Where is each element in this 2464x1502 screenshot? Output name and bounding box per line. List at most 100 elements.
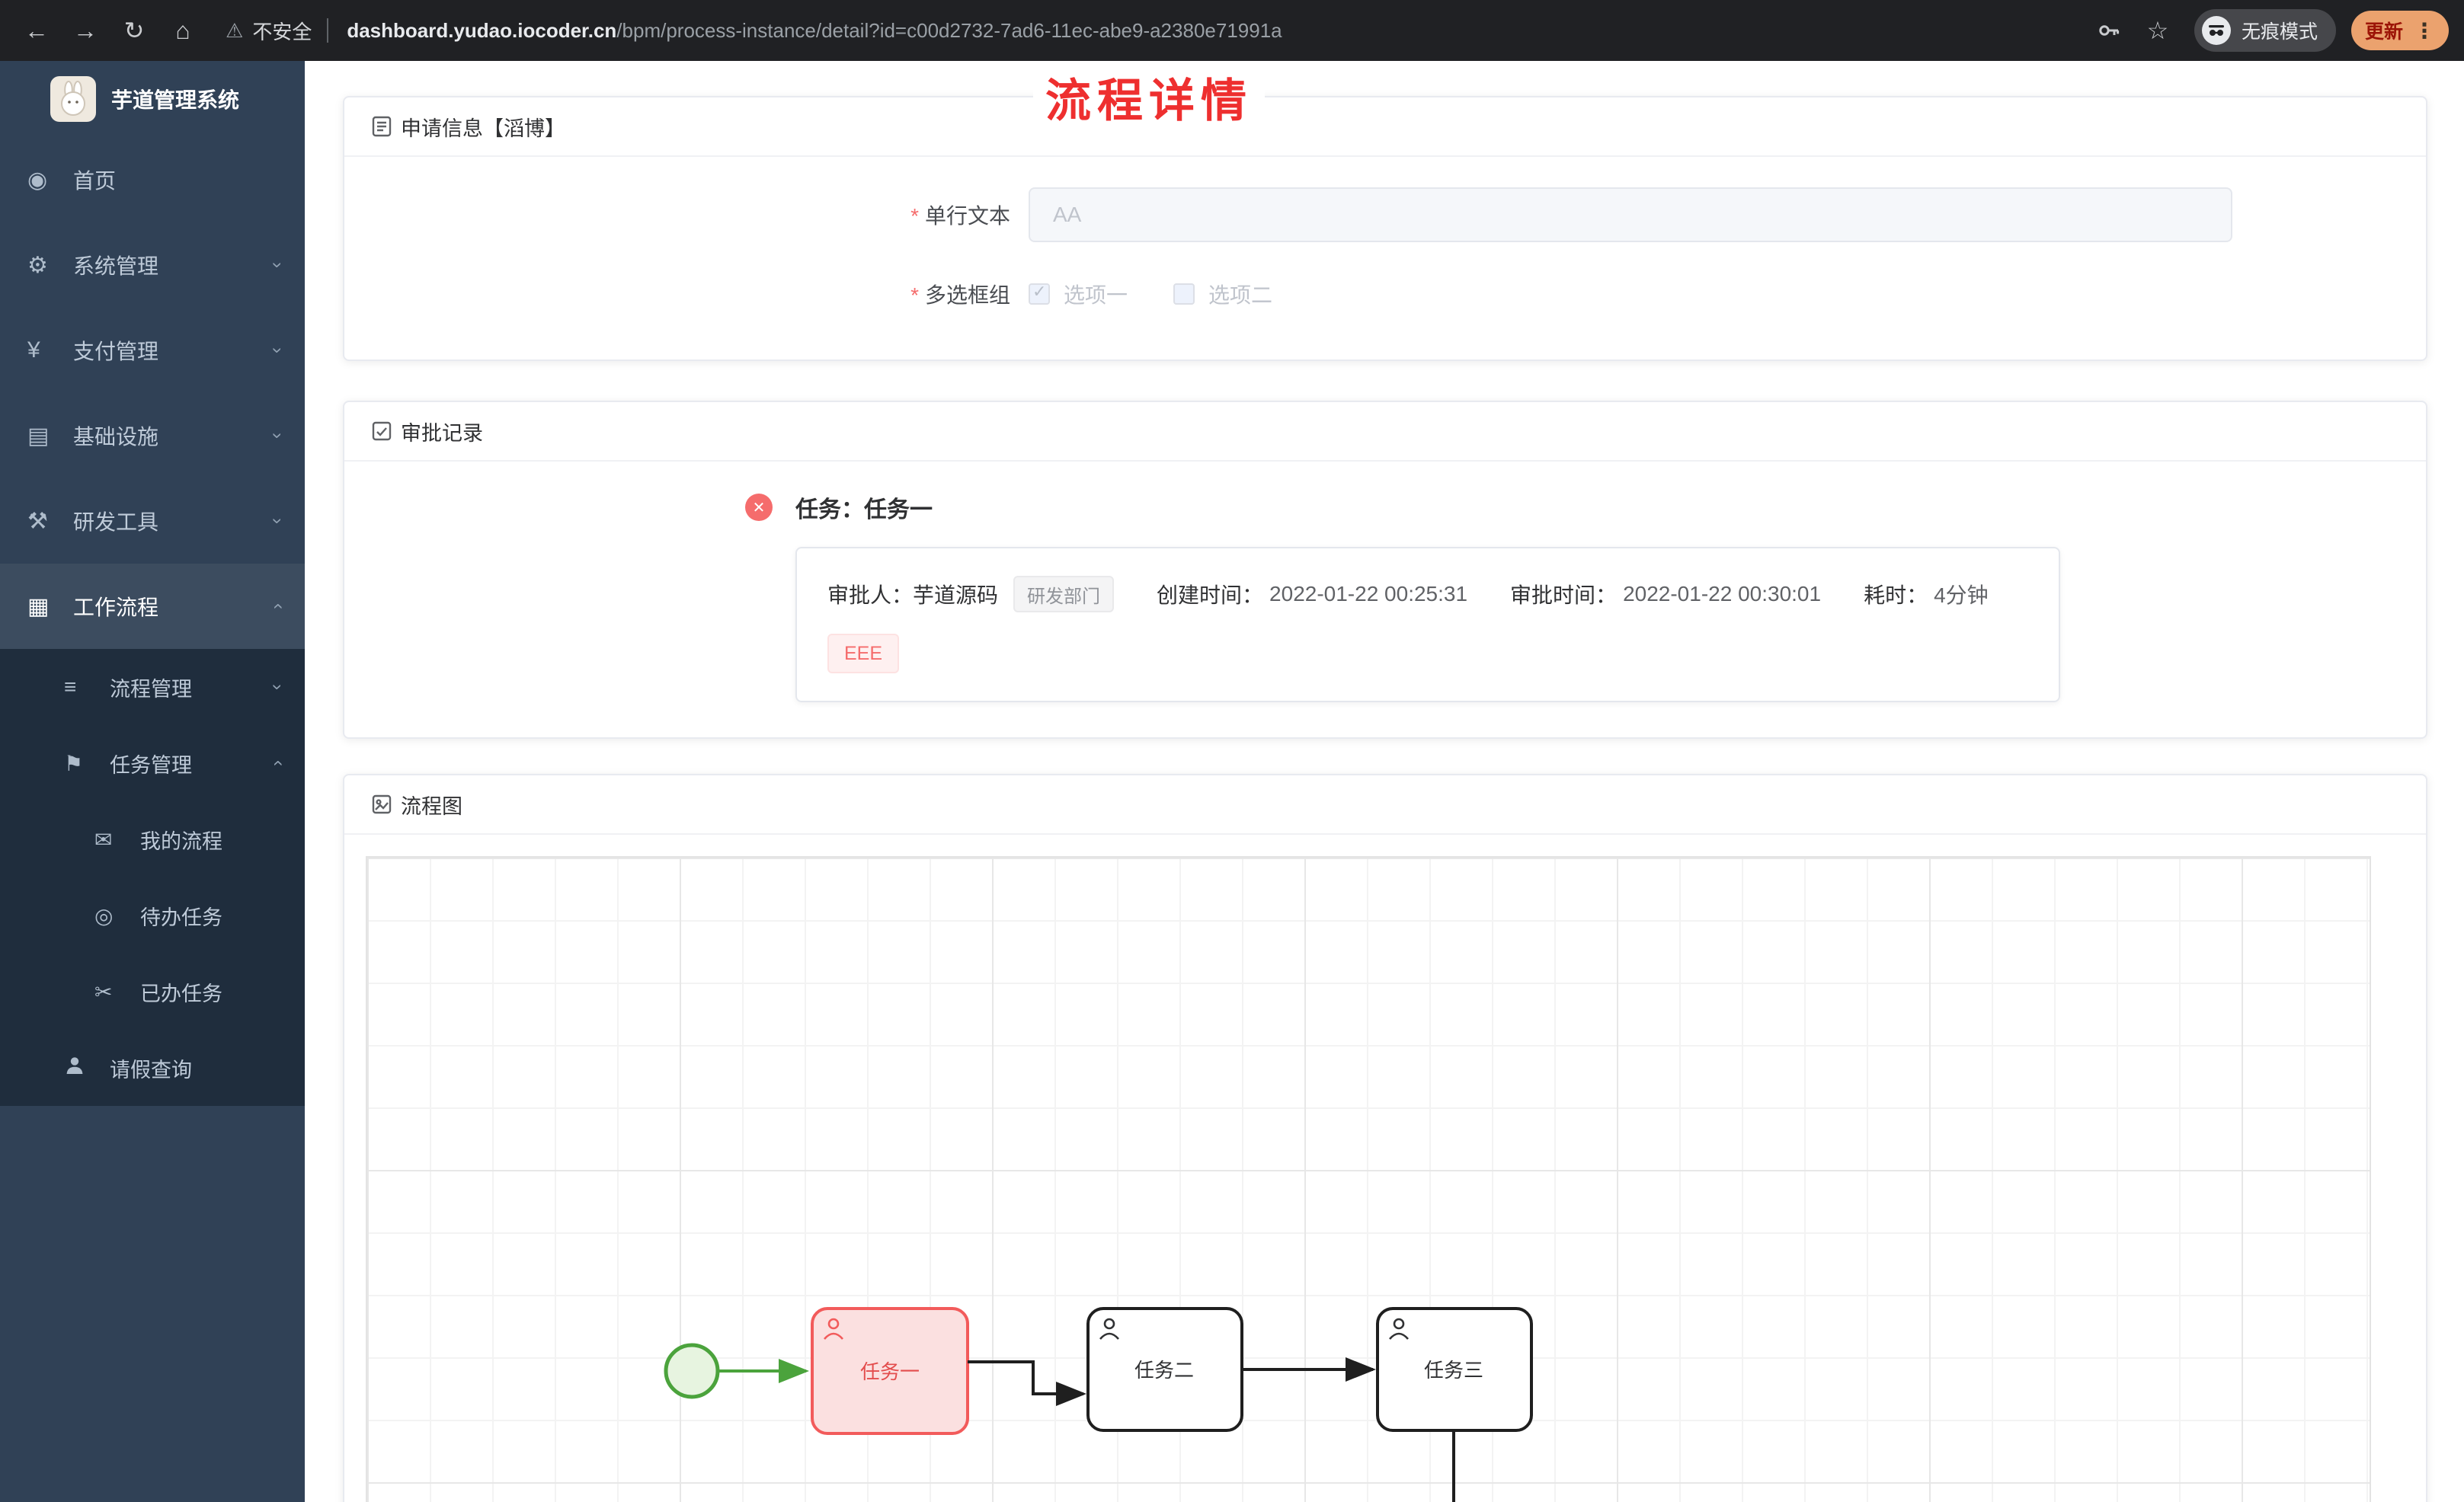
home-icon[interactable]: ⌂ [175,16,190,44]
url-bar[interactable]: ⚠ 不安全 dashboard.yudao.iocoder.cn/bpm/pro… [226,17,2066,45]
menu-dots-icon[interactable]: ⋮ [2414,18,2435,43]
checkbox-option-1[interactable]: 选项一 [1029,279,1128,309]
browser-address-bar: ← → ↻ ⌂ ⚠ 不安全 dashboard.yudao.iocoder.cn… [0,0,2464,61]
duration-value: 4分钟 [1934,583,1989,607]
approval-record-card: 审批记录 ✕ 任务：任务一 审批人： 芋道源码 研发部门 创建时间 [343,401,2427,739]
sidebar-item-devtools[interactable]: ⚒ 研发工具 › [0,478,305,564]
sidebar-item-task-management[interactable]: ⚑ 任务管理 › [0,725,305,801]
key-icon[interactable] [2088,9,2130,52]
comment-tag: EEE [827,634,900,673]
message-icon: ✉ [94,827,113,852]
sidebar-item-label: 任务管理 [110,753,192,777]
checkbox-option-label: 选项一 [1064,283,1128,307]
bpmn-task-3-label: 任务三 [1424,1359,1483,1382]
star-icon[interactable]: ☆ [2146,17,2169,44]
single-line-text-label: *单行文本 [910,204,1010,228]
approval-timeline: ✕ 任务：任务一 审批人： 芋道源码 研发部门 创建时间： 2022-01-22… [344,462,2426,702]
sidebar-item-label: 已办任务 [140,982,222,1005]
approval-record-card-header: 审批记录 [344,402,2426,462]
back-icon[interactable]: ← [24,16,49,44]
monitor-icon: ▤ [27,423,50,449]
list-icon: ≡ [64,675,77,698]
chevron-down-icon: › [267,433,288,439]
checkbox-group-label: *多选框组 [910,283,1010,307]
sidebar-item-process-management[interactable]: ≡ 流程管理 › [0,649,305,725]
sidebar-item-system[interactable]: ⚙ 系统管理 › [0,222,305,308]
required-asterisk: * [910,204,919,228]
incognito-chip[interactable]: 无痕模式 [2194,9,2336,52]
sidebar-item-infrastructure[interactable]: ▤ 基础设施 › [0,393,305,478]
approval-comment-row: EEE [827,634,2028,673]
checkbox-option-label: 选项二 [1208,283,1273,307]
sidebar-item-label: 基础设施 [73,425,159,449]
dashboard-icon: ◉ [27,167,48,193]
sidebar-item-payment[interactable]: ¥ 支付管理 › [0,308,305,393]
tools-icon: ⚒ [27,508,48,534]
rejected-status-icon: ✕ [745,494,773,521]
sidebar-item-label: 首页 [73,169,117,193]
update-button[interactable]: 更新 ⋮ [2350,11,2449,50]
refresh-icon[interactable]: ↻ [123,17,145,44]
sidebar-item-label: 待办任务 [140,906,222,929]
sidebar-item-todo-tasks[interactable]: ◎ 待办任务 [0,877,305,954]
checkbox-checked-icon [1029,282,1050,305]
sidebar-item-label: 请假查询 [110,1058,192,1082]
bpmn-start-event[interactable] [664,1343,720,1399]
sidebar-item-leave-query[interactable]: 请假查询 [0,1030,305,1106]
bpmn-task-3[interactable]: 任务三 [1376,1307,1533,1432]
approve-time-label: 审批时间： [1510,583,1618,607]
apply-info-card: 申请信息【滔博】 *单行文本 *多选框组 选项一 [343,96,2427,361]
duration-label: 耗时： [1864,583,1928,607]
main-content: 流程详情 申请信息【滔博】 *单行文本 *多选框组 [305,61,2464,1502]
eye-icon: ◎ [94,903,114,928]
apply-info-title: 申请信息【滔博】 [401,117,565,140]
duration-pair: 耗时： 4分钟 [1864,579,1989,609]
approver-pair: 审批人： 芋道源码 研发部门 [827,576,1115,612]
flag-icon: ⚑ [64,751,84,775]
create-time-pair: 创建时间： 2022-01-22 00:25:31 [1157,579,1467,609]
chevron-up-icon: › [267,603,287,609]
incognito-label: 无痕模式 [2241,21,2318,43]
sidebar-item-label: 流程管理 [110,677,192,701]
chevron-up-icon: › [267,760,287,766]
process-diagram-card-header: 流程图 [344,775,2426,835]
security-label: 不安全 [252,20,312,43]
sidebar-item-my-process[interactable]: ✉ 我的流程 [0,801,305,877]
form-icon [372,116,392,137]
incognito-icon [2201,16,2231,45]
workflow-submenu: ≡ 流程管理 › ⚑ 任务管理 › ✉ 我的流程 ◎ 待办任务 ✂ 已办任务 [0,649,305,1106]
chevron-down-icon: › [267,518,288,524]
required-asterisk: * [910,283,919,307]
forward-icon[interactable]: → [73,16,98,44]
sidebar-item-label: 系统管理 [73,254,159,278]
create-time-value: 2022-01-22 00:25:31 [1269,582,1468,606]
form-row-text: *单行文本 [381,187,2389,242]
single-line-text-input[interactable] [1029,187,2232,242]
chevron-down-icon: › [267,262,288,268]
update-label: 更新 [2364,21,2403,43]
bpmn-canvas[interactable]: 任务一 任务二 [366,856,2371,1502]
url-host[interactable]: dashboard.yudao.iocoder.cn [347,18,617,42]
create-time-label: 创建时间： [1157,583,1264,607]
bpmn-task-1[interactable]: 任务一 [811,1307,969,1435]
workflow-icon: ▦ [27,593,50,619]
sidebar-item-done-tasks[interactable]: ✂ 已办任务 [0,954,305,1030]
checkbox-option-2[interactable]: 选项二 [1173,279,1272,309]
timeline-task-row: ✕ 任务：任务一 [745,492,2389,523]
diagram-icon [372,794,392,814]
url-path[interactable]: /bpm/process-instance/detail?id=c00d2732… [616,18,1282,42]
process-diagram-card: 流程图 [343,774,2427,1502]
process-diagram-title: 流程图 [401,794,462,818]
chevron-down-icon: › [267,347,288,353]
bpmn-task-2[interactable]: 任务二 [1086,1307,1243,1432]
gear-icon: ⚙ [27,252,48,278]
sidebar-item-workflow[interactable]: ▦ 工作流程 › [0,564,305,649]
person-icon [64,1055,98,1082]
approve-time-pair: 审批时间： 2022-01-22 00:30:01 [1510,579,1821,609]
record-icon [372,421,392,441]
checkbox-group: 选项一 选项二 [1029,279,1272,309]
url-divider [327,18,329,43]
sidebar-item-home[interactable]: ◉ 首页 [0,137,305,222]
apply-info-card-header: 申请信息【滔博】 [344,97,2426,157]
